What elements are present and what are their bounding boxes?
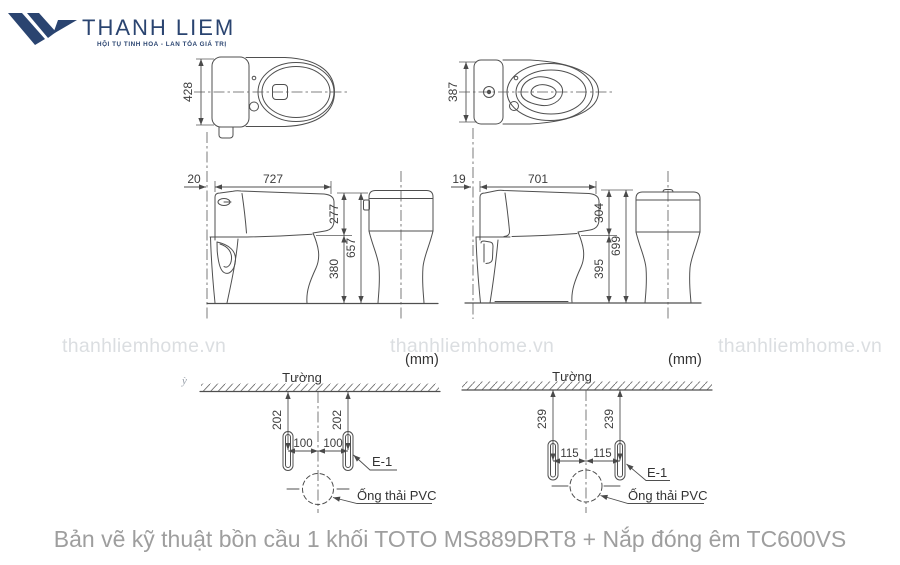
side-view-left: 20 727 277 380 657 [184, 172, 439, 305]
units-label-right: (mm) [668, 352, 702, 368]
front-view-right [635, 171, 701, 319]
dim-plan-right-spacing-r: 115 [593, 448, 611, 460]
brand-tagline: HỘI TỤ TINH HOA - LAN TỎA GIÁ TRỊ [97, 41, 227, 48]
dim-plan-left-spacing-r: 100 [323, 438, 342, 450]
units-label-left: (mm) [405, 352, 439, 368]
top-view-left: 428 [181, 56, 347, 319]
brand-name: THANH LIEM [82, 15, 236, 40]
drain-label-right: Ống thải PVC [628, 488, 708, 503]
dim-side-right-gap: 19 [452, 172, 466, 186]
dim-side-left-gap: 20 [187, 172, 201, 186]
front-view-left [363, 171, 434, 319]
plan-view-left: Tường 202 202 100 100 E-1 Ống thải PVC [199, 370, 441, 513]
drain-label-left: Ống thải PVC [357, 488, 437, 503]
top-view-right: 387 [446, 59, 613, 319]
dim-side-left-tank: 277 [327, 204, 341, 224]
dim-plan-left-offset: 202 [330, 410, 344, 430]
dim-side-left-length: 727 [263, 172, 283, 186]
bolt-label-left: E-1 [372, 454, 392, 469]
dim-side-right-bowl: 395 [592, 259, 606, 279]
dim-top-left-width: 428 [181, 82, 195, 102]
dim-side-right-tank: 304 [592, 203, 606, 223]
watermark: thanhliemhome.vn [62, 335, 227, 357]
dim-plan-left-spacing-l: 100 [293, 438, 312, 450]
plan-view-right: Tường 239 239 115 115 E-1 Ống thải PVC [461, 369, 713, 513]
side-view-right: 19 701 304 395 699 [451, 172, 702, 304]
watermark: thanhliemhome.vn [718, 335, 883, 357]
dim-plan-right-spacing-l: 115 [560, 448, 578, 460]
dim-side-right-length: 701 [528, 172, 548, 186]
brand-logo: THANH LIEM HỘI TỤ TINH HOA - LAN TỎA GIÁ… [8, 8, 240, 58]
watermark: thanhliemhome.vn [390, 335, 555, 357]
dim-side-left-bowl: 380 [327, 259, 341, 279]
dim-top-right-width: 387 [446, 82, 460, 102]
dim-plan-right-offset: 239 [602, 409, 616, 429]
brand-logo-mark [8, 13, 77, 45]
wall-label-left: Tường [282, 370, 322, 385]
drawing-caption: Bản vẽ kỹ thuật bồn cầu 1 khối TOTO MS88… [53, 526, 847, 552]
watermark-fragment: ỳ [181, 375, 187, 387]
dim-plan-right-offset: 239 [535, 409, 549, 429]
bolt-label-right: E-1 [647, 465, 667, 480]
dim-side-right-total: 699 [609, 236, 623, 256]
dim-plan-left-offset: 202 [270, 410, 284, 430]
dim-side-left-total: 657 [344, 238, 358, 258]
wall-label-right: Tường [552, 369, 592, 384]
